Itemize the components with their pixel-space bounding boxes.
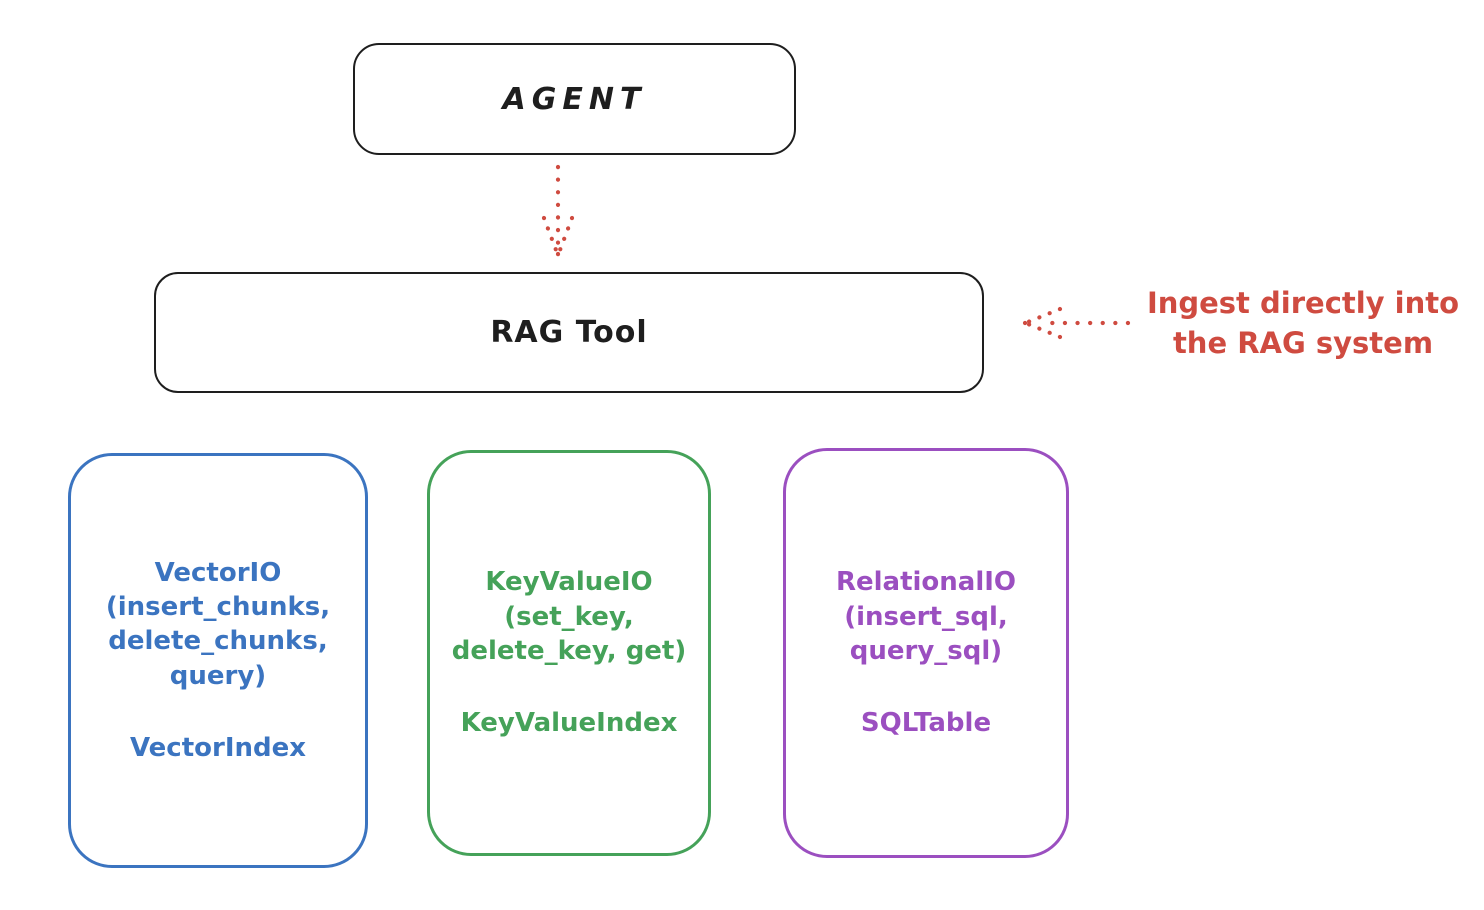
relational-io-title: RelationalIO (insert_sql, query_sql) xyxy=(835,567,1017,666)
agent-to-ragtool-arrow[interactable] xyxy=(541,164,575,257)
agent-label: AGENT xyxy=(502,81,647,117)
vector-index-label: VectorIndex xyxy=(129,732,307,763)
vector-io-title: VectorIO (insert_chunks, delete_chunks, … xyxy=(105,557,331,691)
relational-io-node[interactable]: RelationalIO (insert_sql, query_sql) SQL… xyxy=(783,448,1069,858)
vector-io-node[interactable]: VectorIO (insert_chunks, delete_chunks, … xyxy=(68,453,368,868)
key-value-index-label: KeyValueIndex xyxy=(460,708,678,739)
key-value-io-title: KeyValueIO (set_key, delete_key, get) xyxy=(451,567,687,666)
sql-table-label: SQLTable xyxy=(860,708,992,739)
rag-tool-node[interactable]: RAG Tool xyxy=(154,272,984,393)
rag-tool-label: RAG Tool xyxy=(490,315,648,350)
ingest-annotation-text[interactable]: Ingest directly into the RAG system xyxy=(1146,286,1460,361)
key-value-io-node[interactable]: KeyValueIO (set_key, delete_key, get) Ke… xyxy=(427,450,711,856)
agent-node[interactable]: AGENT xyxy=(353,43,796,155)
ingest-annotation-arrow[interactable] xyxy=(1022,306,1131,340)
